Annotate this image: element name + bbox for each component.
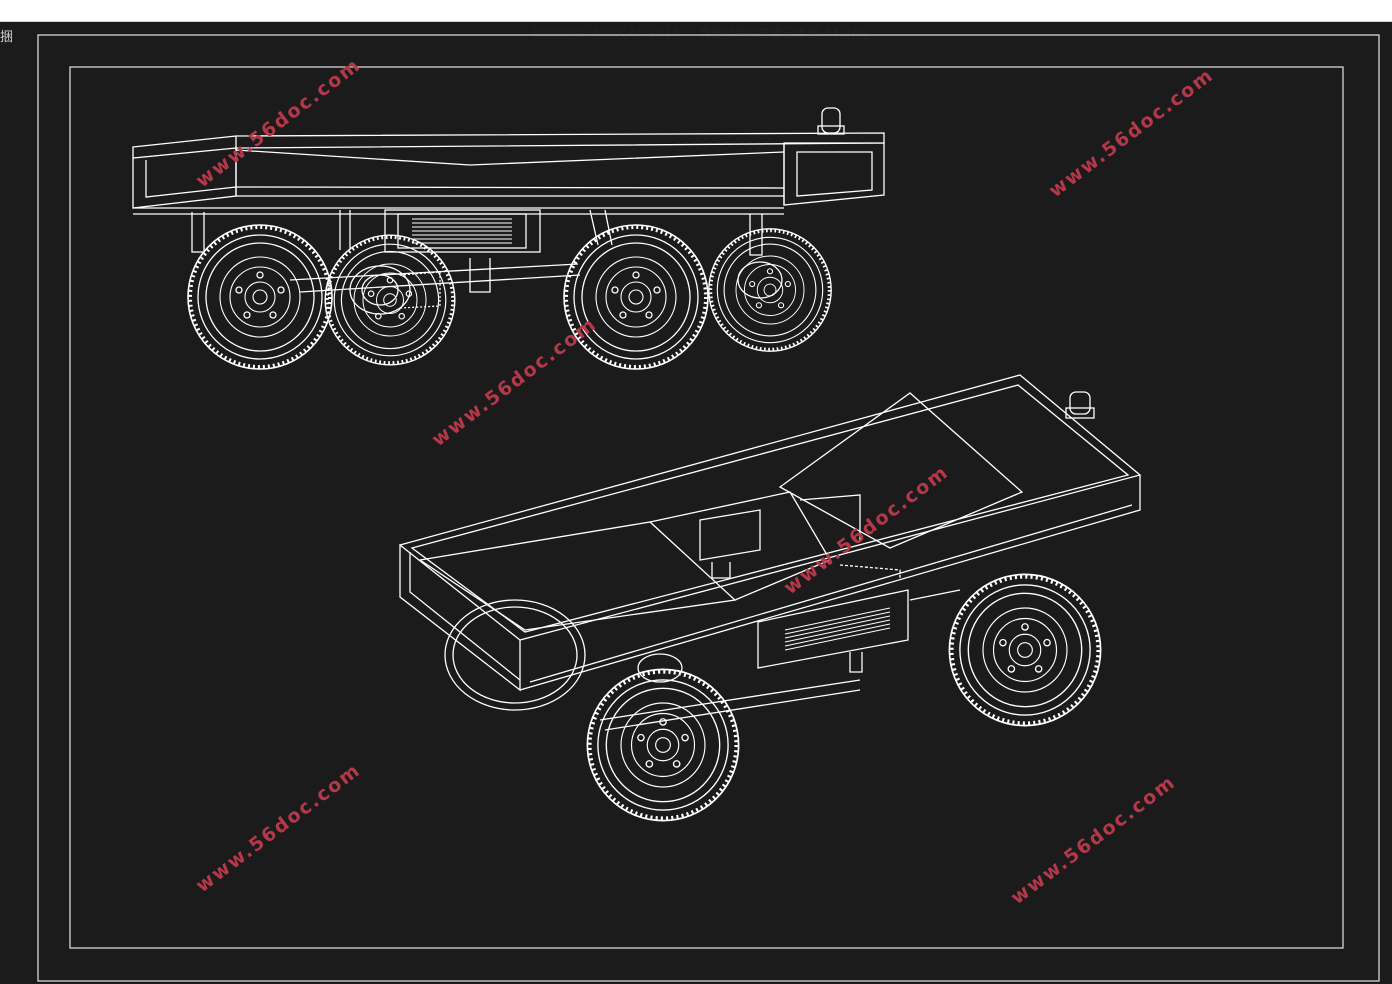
drawing-canvas[interactable]: www.56doc.com www.56doc.com www.56doc.co…	[0, 22, 1392, 984]
window-title-bar: Autodesk AutoCAD 2016 自移动平台总装三维图-A4.dwg	[0, 0, 1392, 40]
app-title: Autodesk AutoCAD 2016	[531, 26, 680, 40]
watermarks: www.56doc.com www.56doc.com www.56doc.co…	[192, 54, 1218, 909]
corner-glyph: 捆	[0, 30, 14, 45]
platform-side-view	[132, 107, 885, 371]
file-title: 自移动平台总装三维图-A4.dwg	[698, 26, 868, 40]
watermark-3: www.56doc.com	[428, 313, 601, 451]
watermark-1: www.56doc.com	[192, 54, 365, 192]
inner-drawing-border	[69, 66, 1344, 949]
outer-drawing-border	[37, 34, 1380, 982]
watermark-5: www.56doc.com	[192, 759, 365, 897]
watermark-6: www.56doc.com	[1007, 771, 1180, 909]
platform-isometric-view	[398, 374, 1142, 821]
watermark-4: www.56doc.com	[780, 461, 953, 599]
watermark-2: www.56doc.com	[1045, 64, 1218, 202]
